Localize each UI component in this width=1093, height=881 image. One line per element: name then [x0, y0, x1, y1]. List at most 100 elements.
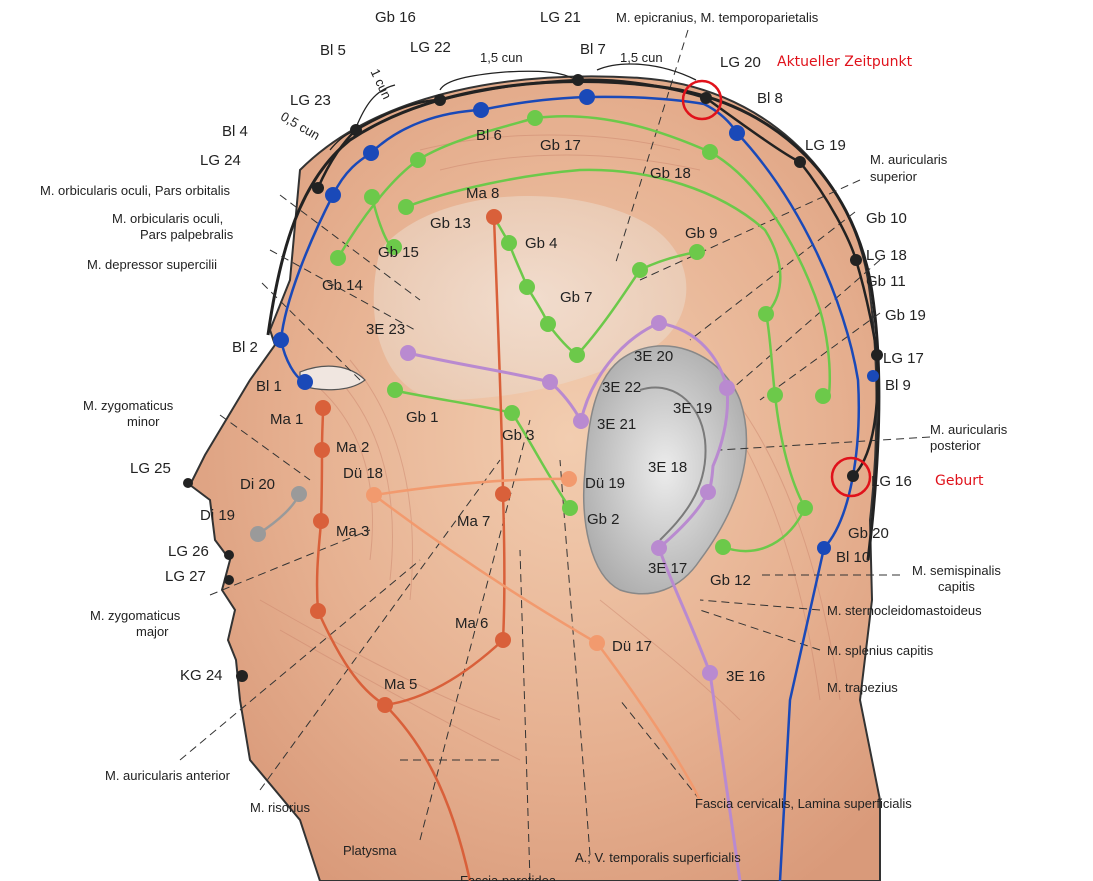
label-auricularis-ant: M. auricularis anterior: [105, 768, 231, 783]
label-lg26: LG 26: [168, 543, 209, 560]
label-du19: Dü 19: [585, 475, 625, 492]
label-lg24: LG 24: [200, 152, 241, 169]
label-gb9: Gb 9: [685, 225, 718, 242]
label-gb11: Gb 11: [866, 273, 906, 290]
measure-cun-1: 1 cun: [368, 66, 395, 101]
label-gb2: Gb 2: [587, 511, 620, 528]
label-semispinalis-1: M. semispinalis: [912, 563, 1001, 578]
label-bl4: Bl 4: [222, 123, 248, 140]
label-gb19: Gb 19: [885, 307, 926, 324]
label-auricularis-post-2: posterior: [930, 438, 981, 453]
point-bl6: [473, 102, 489, 118]
point-lg24: [312, 182, 324, 194]
label-lg20: LG 20: [720, 54, 761, 71]
label-auricularis-post-1: M. auricularis: [930, 422, 1008, 437]
label-ma1: Ma 1: [270, 411, 303, 428]
label-orbicularis-orb: M. orbicularis oculi, Pars orbitalis: [40, 183, 231, 198]
label-bl2: Bl 2: [232, 339, 258, 356]
point-ma3: [313, 513, 329, 529]
label-3e21: 3E 21: [597, 416, 636, 433]
point-gb11: [767, 387, 783, 403]
label-lg17: LG 17: [883, 350, 924, 367]
point-gb16: [410, 152, 426, 168]
point-lg27: [224, 575, 234, 585]
label-bl7: Bl 7: [580, 41, 606, 58]
label-fascia: Fascia cervicalis, Lamina superficialis: [695, 796, 912, 811]
point-lg26: [224, 550, 234, 560]
point-ma2: [314, 442, 330, 458]
label-platysma: Platysma: [343, 843, 397, 858]
point-bl7: [579, 89, 595, 105]
point-kg24: [236, 670, 248, 682]
label-zyg-major-2: major: [136, 624, 169, 639]
point-ma5: [377, 697, 393, 713]
annotation-current: Aktueller Zeitpunkt: [777, 54, 913, 70]
point-gb20: [797, 500, 813, 516]
label-gb10: Gb 10: [866, 210, 907, 227]
label-gb4: Gb 4: [525, 235, 558, 252]
label-lg23: LG 23: [290, 92, 331, 109]
point-gb-b: [519, 279, 535, 295]
label-du17: Dü 17: [612, 638, 652, 655]
point-bl10: [817, 541, 831, 555]
point-ma1: [315, 400, 331, 416]
label-lg18: LG 18: [866, 247, 907, 264]
label-orbicularis-palp-2: Pars palpebralis: [140, 227, 234, 242]
point-bl4: [325, 187, 341, 203]
label-temporalis: A.; V. temporalis superficialis: [575, 850, 741, 865]
point-gb19: [815, 388, 831, 404]
label-lg19: LG 19: [805, 137, 846, 154]
point-3e17: [651, 540, 667, 556]
label-lg21: LG 21: [540, 9, 581, 26]
point-bl5: [363, 145, 379, 161]
point-gb12: [715, 539, 731, 555]
point-3e16: [702, 665, 718, 681]
point-gb17: [527, 110, 543, 126]
label-3e18: 3E 18: [648, 459, 687, 476]
point-lg21: [572, 74, 584, 86]
point-gb13: [364, 189, 380, 205]
label-depressor: M. depressor supercilii: [87, 257, 217, 272]
label-gb7: Gb 7: [560, 289, 593, 306]
point-ma8: [486, 209, 502, 225]
point-lg23: [350, 124, 362, 136]
label-bl9: Bl 9: [885, 377, 911, 394]
label-lg22: LG 22: [410, 39, 451, 56]
label-gb18: Gb 18: [650, 165, 691, 182]
label-zyg-minor-2: minor: [127, 414, 160, 429]
point-du18: [366, 487, 382, 503]
point-3e19: [719, 380, 735, 396]
label-lg27: LG 27: [165, 568, 206, 585]
label-gb13: Gb 13: [430, 215, 471, 232]
point-gb-c: [540, 316, 556, 332]
label-gb3: Gb 3: [502, 427, 535, 444]
point-gb2: [562, 500, 578, 516]
point-lg25: [183, 478, 193, 488]
label-3e17: 3E 17: [648, 560, 687, 577]
measure-cun-15-b: 1,5 cun: [620, 50, 663, 65]
annotation-birth: Geburt: [935, 473, 984, 489]
label-orbicularis-palp-1: M. orbicularis oculi,: [112, 211, 223, 226]
point-gb15: [398, 199, 414, 215]
label-gb15: Gb 15: [378, 244, 419, 261]
label-di20: Di 20: [240, 476, 275, 493]
label-ma2: Ma 2: [336, 439, 369, 456]
point-lg18: [850, 254, 862, 266]
label-zyg-major-1: M. zygomaticus: [90, 608, 181, 623]
point-bl1: [297, 374, 313, 390]
label-sternocleido: M. sternocleidomastoideus: [827, 603, 982, 618]
point-gb3: [504, 405, 520, 421]
label-risorius: M. risorius: [250, 800, 310, 815]
label-bl10: Bl 10: [836, 549, 870, 566]
point-du17: [589, 635, 605, 651]
point-di20: [291, 486, 307, 502]
label-splenius: M. splenius capitis: [827, 643, 934, 658]
point-3e18: [700, 484, 716, 500]
point-ma4: [310, 603, 326, 619]
label-ma7: Ma 7: [457, 513, 490, 530]
point-gb14: [330, 250, 346, 266]
label-lg25: LG 25: [130, 460, 171, 477]
label-bl5: Bl 5: [320, 42, 346, 59]
label-ma3: Ma 3: [336, 523, 369, 540]
